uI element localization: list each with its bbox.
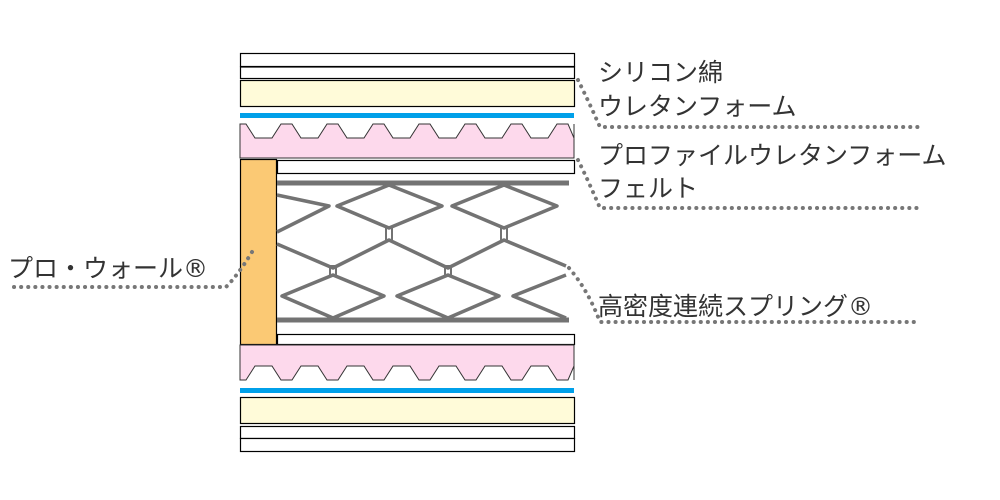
bottom-felt-layer — [276, 333, 576, 346]
top-cover-layer-1 — [239, 52, 576, 68]
continuous-spring — [276, 180, 569, 323]
spring-coil — [280, 273, 386, 320]
label-profile-urethane-foam: プロファイルウレタンフォーム — [598, 141, 947, 170]
spring-connector — [329, 265, 337, 277]
label-spring: 高密度連続スプリング® — [598, 292, 874, 321]
leader-line-felt — [576, 158, 920, 210]
spring-connector — [444, 265, 452, 277]
top-blue-layer — [240, 113, 574, 118]
bottom-urethane-foam-layer — [239, 396, 576, 425]
top-urethane-foam-layer — [239, 79, 576, 108]
bottom-blue-layer — [240, 388, 574, 393]
spring-coil — [276, 238, 567, 270]
label-pro-wall: プロ・ウォール® — [8, 254, 209, 283]
spring-coil — [335, 183, 444, 230]
bottom-cover-layer-2 — [239, 437, 576, 453]
leader-line-urethane — [576, 78, 920, 129]
leader-line-spring — [567, 266, 920, 324]
spring-connector — [385, 227, 393, 241]
spring-coil — [395, 273, 501, 320]
label-felt: フェルト — [598, 174, 699, 203]
top-felt-layer — [276, 159, 576, 175]
label-silicone-cotton: シリコン綿 — [598, 58, 724, 87]
spring-connector — [500, 227, 508, 241]
spring-coil — [511, 273, 567, 320]
spring-coil — [276, 193, 331, 234]
bottom-profile-urethane-foam-layer — [239, 344, 575, 381]
bottom-cover-layer-1 — [239, 425, 576, 440]
top-cover-layer-2 — [239, 66, 576, 80]
top-profile-urethane-foam-layer — [239, 123, 575, 159]
leader-line-pro-wall — [8, 250, 254, 289]
spring-coil — [450, 183, 559, 230]
label-urethane-foam: ウレタンフォーム — [598, 92, 797, 121]
pro-wall-edge-support — [239, 158, 278, 346]
